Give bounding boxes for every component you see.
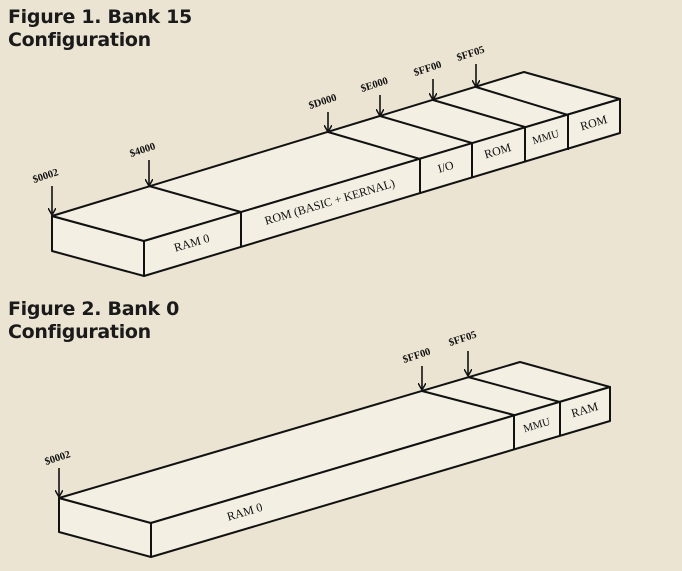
figure1-address-label: $FF05	[456, 45, 487, 64]
figure2-title-line1: Figure 2. Bank 0	[8, 298, 180, 320]
figure1-address-label: $FF00	[413, 60, 444, 79]
figure1-dividers	[148, 86, 569, 247]
figure2-address-label: $0002	[44, 449, 72, 468]
figure1-front-face	[143, 98, 621, 277]
figure2-address-label: $FF05	[448, 330, 479, 349]
figure1-address-label: $4000	[129, 141, 157, 160]
figure1-title: Figure 1. Bank 15 Configuration	[8, 6, 192, 52]
figure2-address-label: $FF00	[402, 347, 433, 366]
figure1-address-label: $D000	[308, 93, 339, 112]
figure2-memory-block: $0002 $FF00 $FF05 RAM 0 MMU RAM	[44, 330, 611, 558]
figure1-address-label: $0002	[32, 167, 60, 186]
figure1-address-label: $E000	[360, 76, 390, 95]
figure1-title-line1: Figure 1. Bank 15	[8, 6, 192, 28]
figure2-title: Figure 2. Bank 0 Configuration	[8, 298, 179, 344]
figure2-dividers	[421, 376, 561, 449]
figure1-title-line2: Configuration	[8, 29, 151, 51]
figure2-front-face	[150, 386, 611, 558]
figure2-title-line2: Configuration	[8, 321, 151, 343]
figure1-segment-label: I/O	[436, 158, 456, 176]
figure1-memory-block: $0002 $4000 $D000 $E000 $FF00 $FF05 RAM …	[32, 45, 621, 277]
